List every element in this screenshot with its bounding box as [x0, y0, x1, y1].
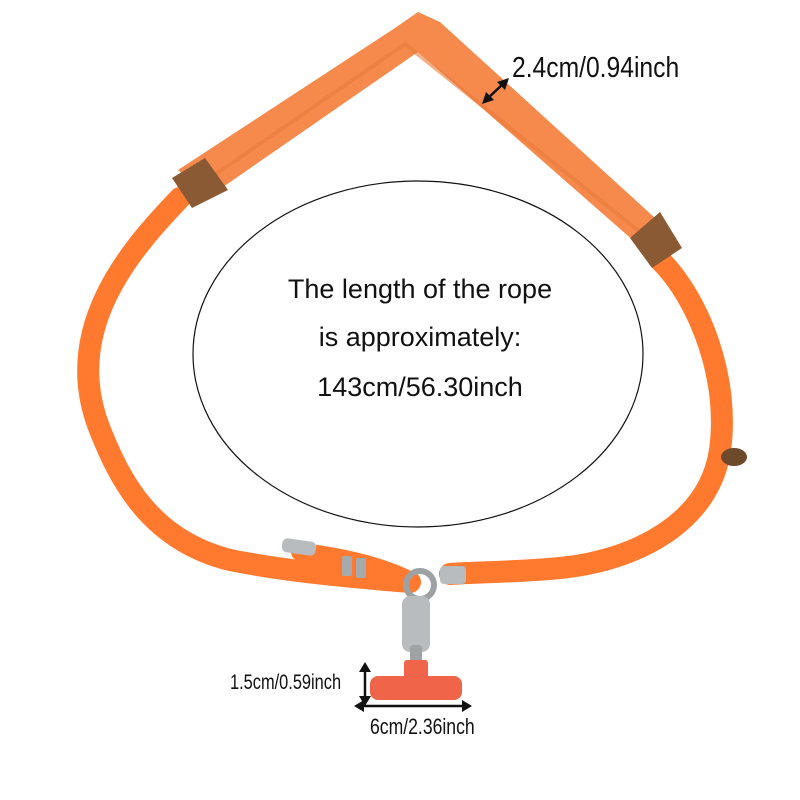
swivel-clasp [402, 596, 430, 652]
strap-shade [198, 41, 642, 234]
patch-height-label: 1.5cm/0.59inch [230, 671, 342, 694]
leather-tab-left [172, 158, 228, 208]
rope-right [439, 249, 733, 585]
patch-height-arrowhead-b [359, 696, 371, 706]
strap-width-arrowhead-b [497, 78, 509, 90]
patch-width-arrowhead-a [354, 700, 364, 712]
leather-tab-right [630, 212, 682, 268]
metal-crimp-2 [356, 558, 366, 578]
metal-crimp-1 [342, 556, 352, 576]
rope-length-value: 143cm/56.30inch [317, 372, 523, 402]
metal-crimp-3 [440, 566, 466, 584]
patch-width-arrowhead-b [462, 700, 472, 712]
adjuster-bead [721, 448, 747, 466]
tether-patch [370, 676, 462, 700]
rope-left [77, 187, 421, 593]
strap-band [178, 12, 655, 242]
strap-width-arrowhead-a [482, 92, 494, 104]
patch-width-label: 6cm/2.36inch [370, 714, 475, 739]
rope-length-line-2: is approximately: [318, 322, 522, 352]
patch-height-arrowhead-a [359, 662, 371, 672]
rope-length-line-1: The length of the rope [287, 274, 553, 304]
end-cap [281, 538, 317, 556]
info-ellipse [192, 180, 644, 528]
strap-width-label: 2.4cm/0.94inch [512, 52, 680, 84]
